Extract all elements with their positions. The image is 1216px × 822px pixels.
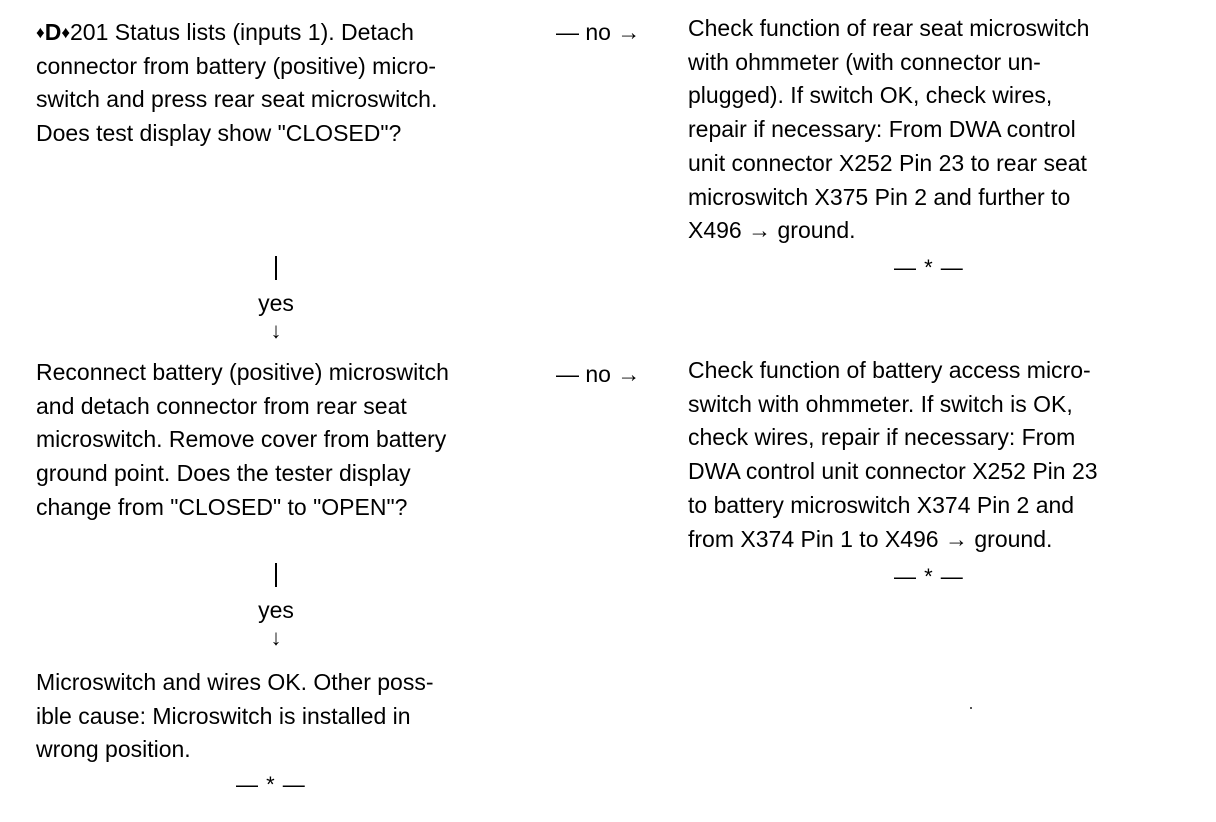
step-1-line-1: ♦D♦201 Status lists (inputs 1). Detach bbox=[36, 16, 437, 50]
diamond-icon: ♦ bbox=[36, 23, 45, 42]
end-mark-3: — * — bbox=[236, 772, 306, 797]
end-mark-1: — * — bbox=[894, 255, 964, 280]
no-result-1-line-6: microswitch X375 Pin 2 and further to bbox=[688, 183, 1071, 210]
no-branch-1: — no → bbox=[556, 19, 641, 45]
step-3-conclusion: Microswitch and wires OK. Other poss- ib… bbox=[36, 666, 434, 767]
step-3-line-3: wrong position. bbox=[36, 736, 191, 763]
diagnosis-code-letter: D bbox=[44, 19, 62, 45]
yes-label-1: yes bbox=[258, 290, 294, 316]
no-result-2-line-3: check wires, repair if necessary: From bbox=[688, 424, 1076, 451]
no-branch-2: — no → bbox=[556, 361, 641, 387]
step-2-line-2: and detach connector from rear seat bbox=[36, 392, 407, 419]
step-2-line-3: microswitch. Remove cover from battery bbox=[36, 426, 447, 453]
step-2-line-4: ground point. Does the tester display bbox=[36, 460, 411, 487]
step-1-line-3: switch and press rear seat microswitch. bbox=[36, 86, 438, 113]
yes-label-2: yes bbox=[258, 597, 294, 623]
step-1-line-2: connector from battery (positive) micro- bbox=[36, 52, 437, 79]
no-result-1-line-4: repair if necessary: From DWA control bbox=[688, 116, 1076, 143]
flow-line bbox=[275, 563, 277, 587]
scan-speck bbox=[970, 707, 972, 709]
down-arrow-icon: ↓ bbox=[270, 318, 282, 343]
yes-branch-1: yes ↓ bbox=[236, 256, 316, 342]
yes-branch-2: yes ↓ bbox=[236, 563, 316, 649]
no-result-2-line-2: switch with ohmmeter. If switch is OK, bbox=[688, 390, 1073, 417]
no-result-1-line-1: Check function of rear seat microswitch bbox=[688, 15, 1090, 41]
step-1-line-1-text: 201 Status lists (inputs 1). Detach bbox=[70, 19, 414, 45]
flow-line bbox=[275, 256, 277, 280]
no-result-1-line-2: with ohmmeter (with connector un- bbox=[688, 48, 1041, 75]
no-result-1: Check function of rear seat microswitch … bbox=[688, 12, 1089, 248]
no-result-2-line-4: DWA control unit connector X252 Pin 23 bbox=[688, 458, 1098, 485]
no-result-1-line-3: plugged). If switch OK, check wires, bbox=[688, 82, 1053, 109]
step-1-question: ♦D♦201 Status lists (inputs 1). Detach c… bbox=[36, 16, 437, 151]
down-arrow-icon: ↓ bbox=[270, 625, 282, 650]
step-1-line-4: Does test display show "CLOSED"? bbox=[36, 120, 402, 147]
step-2-line-5: change from "CLOSED" to "OPEN"? bbox=[36, 493, 408, 520]
end-mark-2: — * — bbox=[894, 564, 964, 589]
diamond-icon: ♦ bbox=[61, 23, 70, 42]
step-3-line-2: ible cause: Microswitch is installed in bbox=[36, 702, 411, 729]
no-result-1-line-7: X496 → ground. bbox=[688, 217, 856, 244]
no-result-1-line-5: unit connector X252 Pin 23 to rear seat bbox=[688, 149, 1087, 176]
no-result-2: Check function of battery access micro- … bbox=[688, 354, 1098, 556]
step-2-line-1: Reconnect battery (positive) microswitch bbox=[36, 359, 449, 385]
step-2-question: Reconnect battery (positive) microswitch… bbox=[36, 356, 449, 525]
no-result-2-line-5: to battery microswitch X374 Pin 2 and bbox=[688, 491, 1075, 518]
step-3-line-1: Microswitch and wires OK. Other poss- bbox=[36, 669, 434, 695]
no-result-2-line-6: from X374 Pin 1 to X496 → ground. bbox=[688, 525, 1053, 552]
no-result-2-line-1: Check function of battery access micro- bbox=[688, 357, 1091, 383]
